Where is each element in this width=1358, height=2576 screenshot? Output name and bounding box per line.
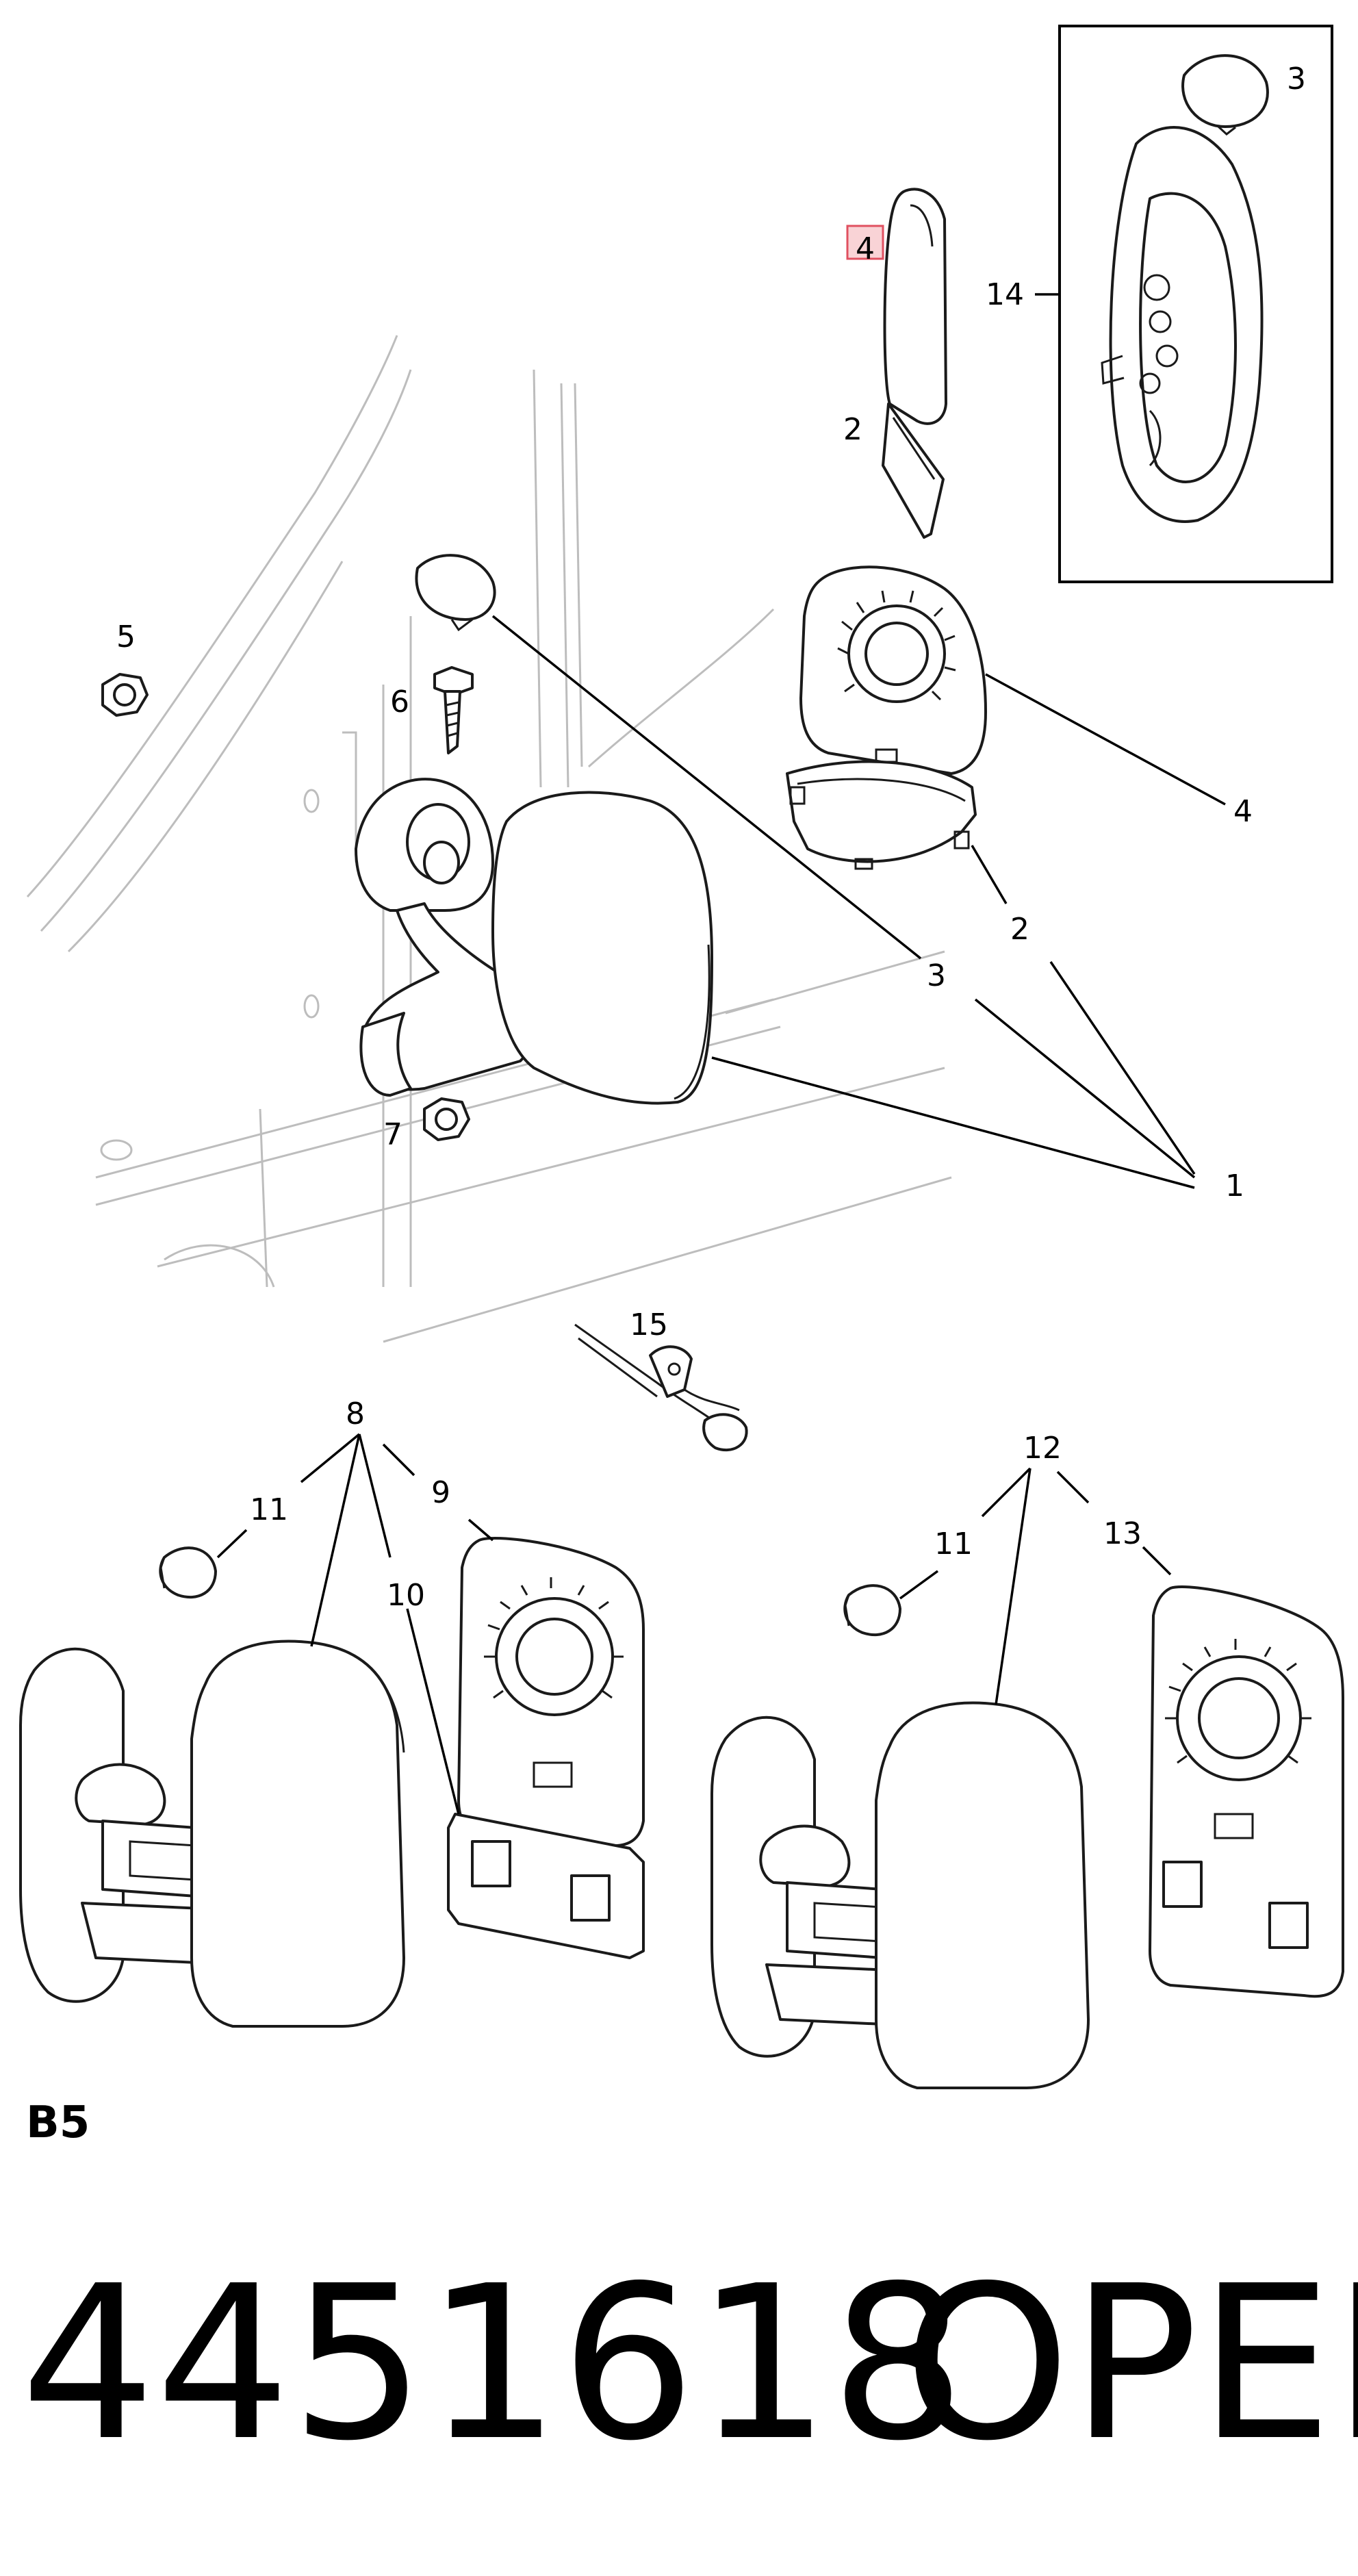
callout-6: 6 xyxy=(390,685,409,719)
cap-part-11-left xyxy=(159,1546,217,1599)
nut-part-7 xyxy=(423,1097,470,1141)
callout-9: 9 xyxy=(431,1475,450,1510)
cover-cap-part-3 xyxy=(415,554,496,632)
mirror-assembly-part-1 xyxy=(355,778,713,1105)
callout-2-mid: 2 xyxy=(1010,912,1029,947)
callout-8: 8 xyxy=(346,1397,365,1431)
nut-part-5 xyxy=(101,673,149,717)
screw-part-6 xyxy=(433,666,474,754)
callout-7: 7 xyxy=(383,1117,402,1152)
callout-4-top: 4 xyxy=(856,231,875,266)
callout-3-inset: 3 xyxy=(1287,62,1306,97)
leader-lines xyxy=(216,293,1226,1815)
mirror-housing-assembly xyxy=(1101,54,1269,523)
callout-3-mid: 3 xyxy=(927,958,946,993)
highlight-marker xyxy=(846,225,884,260)
backing-plate-part-9 xyxy=(457,1536,645,1848)
trim-plate-part-10 xyxy=(447,1813,645,1959)
callout-15: 15 xyxy=(630,1308,668,1342)
callout-12: 12 xyxy=(1023,1431,1062,1466)
cap-part-11-right xyxy=(843,1584,901,1637)
section-label: B5 xyxy=(26,2097,90,2148)
callout-5: 5 xyxy=(116,620,136,654)
callout-11-left: 11 xyxy=(250,1492,288,1527)
callout-1: 1 xyxy=(1225,1169,1244,1203)
callout-2-top: 2 xyxy=(843,412,862,447)
callout-4-mid: 4 xyxy=(1233,794,1253,829)
inset-box xyxy=(1058,25,1333,583)
brand-name: OPEL xyxy=(904,2241,1358,2488)
trim-strip-part-2 xyxy=(786,760,977,870)
wire-harness-part-15 xyxy=(574,1323,748,1452)
towing-mirror-part-12 xyxy=(710,1701,1090,2089)
towing-mirror-part-8 xyxy=(19,1640,405,2028)
callout-14: 14 xyxy=(986,277,1024,312)
part-number: 4451618 xyxy=(21,2241,966,2488)
callout-labels: 1 2 2 3 3 4 4 5 6 7 8 9 10 11 11 12 13 1… xyxy=(116,62,1306,1613)
mirror-glass-part-4 xyxy=(883,188,947,425)
backing-plate-part-4 xyxy=(799,565,987,775)
mirror-glass-part-2 xyxy=(882,403,945,539)
callout-13: 13 xyxy=(1103,1516,1142,1551)
callout-11-right: 11 xyxy=(934,1527,973,1561)
backing-plate-part-13 xyxy=(1149,1585,1344,1998)
callout-10: 10 xyxy=(387,1578,425,1613)
